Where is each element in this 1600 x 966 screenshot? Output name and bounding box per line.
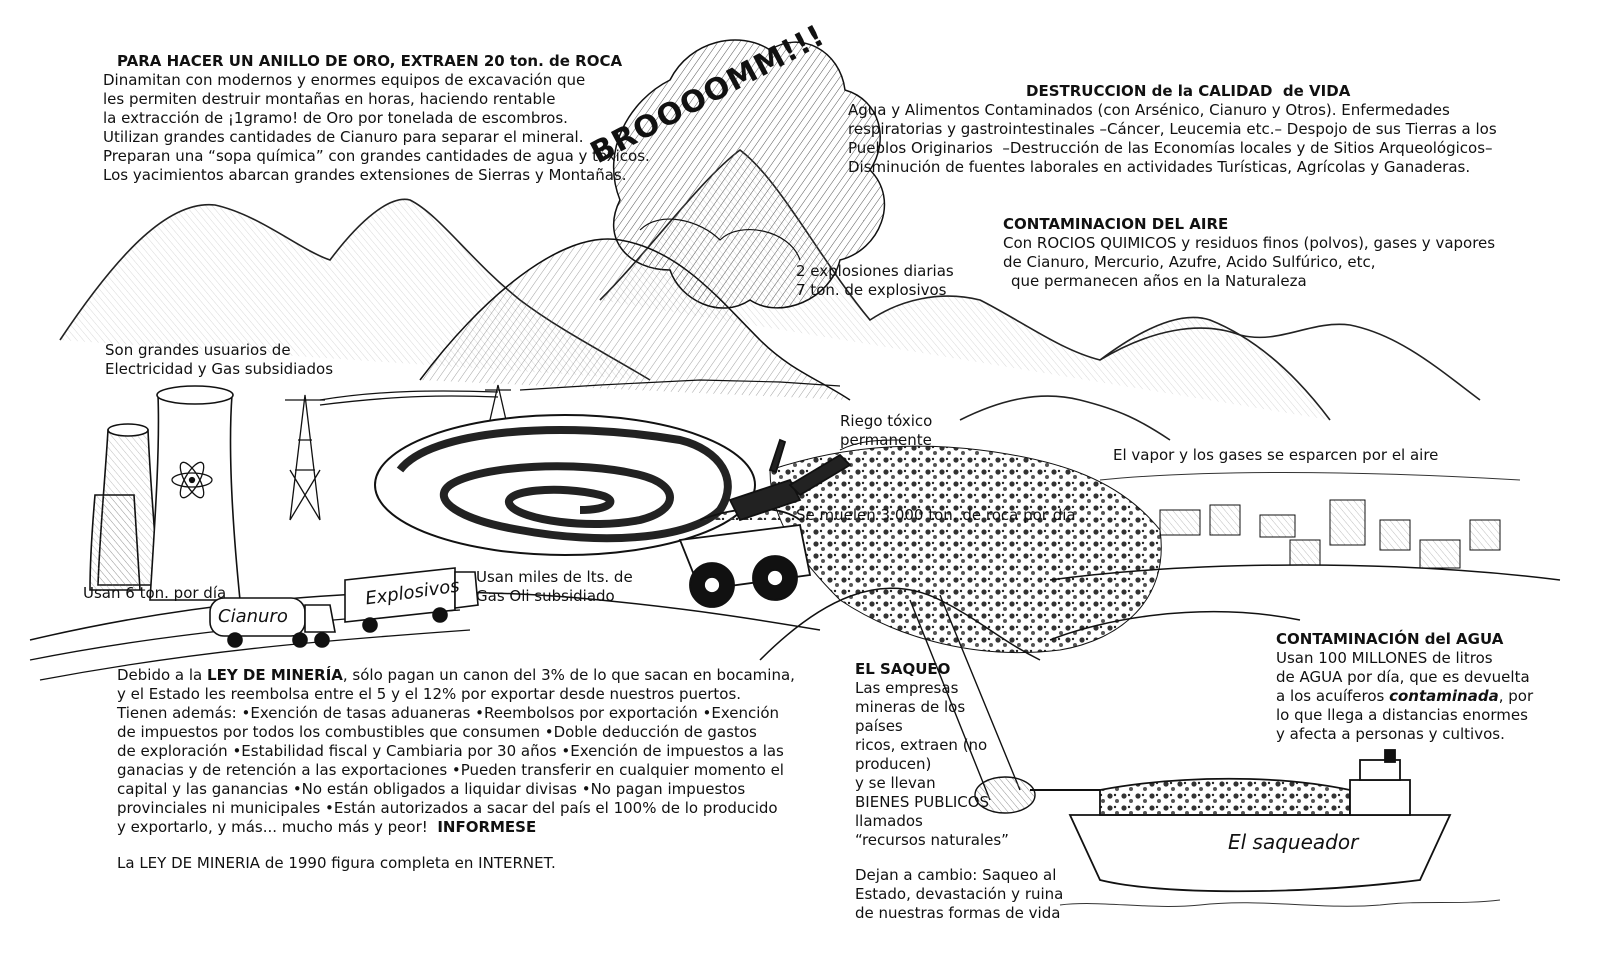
- looting-exchange: de nuestras formas de vida: [855, 904, 1061, 922]
- looting-line: ricos, extraen (no: [855, 736, 988, 754]
- toxic-irrigation: Riego tóxico: [840, 412, 933, 430]
- gold-ring-line: Preparan una “sopa química” con grandes …: [103, 147, 650, 165]
- life-quality-title: DESTRUCCION de la CALIDAD de VIDA: [1026, 82, 1351, 100]
- blasted-mountain: [419, 238, 851, 401]
- water-line: de AGUA por día, que es devuelta: [1276, 668, 1530, 686]
- looting-line: BIENES PUBLICOS: [855, 793, 990, 811]
- text-emphasis: contaminada: [1389, 687, 1499, 705]
- looting-line: producen): [855, 755, 932, 773]
- mining-law-line: capital y las ganancias •No están obliga…: [117, 780, 746, 798]
- life-quality-line: Pueblos Originarios –Destrucción de las …: [848, 139, 1493, 157]
- gold-ring-line: Dinamitan con modernos y enormes equipos…: [103, 71, 586, 89]
- mining-law-footer: La LEY DE MINERIA de 1990 figura complet…: [117, 854, 556, 872]
- mining-law-line: de exploración •Estabilidad fiscal y Cam…: [117, 742, 784, 760]
- explosives-tons: 7 ton. de explosivos: [796, 281, 947, 299]
- mining-law-line: ganacias y de retención a las exportacio…: [117, 761, 784, 779]
- mining-law-line: y exportarlo, y más... mucho más y peor!…: [117, 818, 536, 837]
- gold-ring-title: PARA HACER UN ANILLO DE ORO, EXTRAEN 20 …: [117, 52, 623, 70]
- mining-truck: [678, 507, 812, 608]
- mining-law-line: Debido a la LEY DE MINERÍA, sólo pagan u…: [117, 666, 795, 685]
- looting-line: “recursos naturales”: [855, 831, 1009, 849]
- excavator: [728, 438, 852, 522]
- cyanide-truck: [209, 597, 336, 648]
- grinding-caption: Se muelen 3.000 ton. de roca por día: [796, 506, 1076, 524]
- life-quality-line: Agua y Alimentos Contaminados (con Arsén…: [848, 101, 1450, 119]
- open-pit: [374, 414, 756, 556]
- electricity-line: Electricidad y Gas subsidiados: [105, 360, 334, 378]
- cooling-towers: [89, 385, 241, 601]
- text: , por: [1498, 687, 1534, 705]
- gold-ring-line: Los yacimientos abarcan grandes extensio…: [103, 166, 627, 184]
- mining-law-line: provinciales ni municipales •Están autor…: [117, 799, 778, 817]
- atom-icon: [171, 461, 213, 499]
- life-quality-line: respiratorias y gastrointestinales –Cánc…: [848, 120, 1497, 138]
- text-bold: LEY DE MINERÍA: [207, 666, 343, 684]
- gold-ring-line: la extracción de ¡1gramo! de Oro por ton…: [103, 109, 568, 127]
- cyanide-truck-label: Cianuro: [218, 606, 288, 627]
- looting-pipe: [909, 594, 1100, 814]
- air-line: de Cianuro, Mercurio, Azufre, Acido Sulf…: [1003, 253, 1376, 271]
- water-line: y afecta a personas y cultivos.: [1276, 725, 1505, 743]
- text: a los acuíferos: [1276, 687, 1390, 705]
- looting-exchange: Estado, devastación y ruina: [855, 885, 1064, 903]
- text: y exportarlo, y más... mucho más y peor!: [117, 818, 438, 836]
- water-line: Usan 100 MILLONES de litros: [1276, 649, 1493, 667]
- ship-name: El saqueador: [1228, 830, 1359, 854]
- air-line: que permanecen años en la Naturaleza: [1011, 272, 1307, 290]
- looting-line: mineras de los: [855, 698, 966, 716]
- looting-line: Las empresas: [855, 679, 959, 697]
- text: , sólo pagan un canon del 3% de lo que s…: [342, 666, 795, 684]
- air-title: CONTAMINACION DEL AIRE: [1003, 215, 1229, 233]
- gold-ring-line: Utilizan grandes cantidades de Cianuro p…: [103, 128, 584, 146]
- explosions-daily: 2 explosiones diarias: [796, 262, 954, 280]
- looting-line: y se llevan: [855, 774, 936, 792]
- power-towers: [285, 384, 511, 521]
- cyanide-use: Usan 6 ton. por día: [83, 584, 227, 602]
- explosives-truck: [344, 567, 479, 633]
- text-bold: INFORMESE: [437, 818, 537, 836]
- water-title: CONTAMINACIÓN del AGUA: [1276, 630, 1504, 648]
- looting-exchange: Dejan a cambio: Saqueo al: [855, 866, 1057, 884]
- text: Debido a la: [117, 666, 208, 684]
- gold-ring-line: les permiten destruir montañas en horas,…: [103, 90, 556, 108]
- looting-line: países: [855, 717, 903, 735]
- foreground-hills: [29, 564, 1561, 661]
- life-quality-line: Disminución de fuentes laborales en acti…: [848, 158, 1471, 176]
- air-line: Con ROCIOS QUIMICOS y residuos finos (po…: [1003, 234, 1496, 252]
- mining-law-line: de impuestos por todos los combustibles …: [117, 723, 757, 741]
- water-line: lo que llega a distancias enormes: [1276, 706, 1528, 724]
- mining-law-line: Tienen además: •Exención de tasas aduane…: [117, 704, 780, 722]
- water-line: a los acuíferos contaminada, por: [1276, 687, 1533, 706]
- looting-title: EL SAQUEO: [855, 660, 951, 678]
- mining-law-line: y el Estado les reembolsa entre el 5 y e…: [117, 685, 742, 703]
- tailings-field: [769, 445, 1162, 654]
- fuel-line: Usan miles de lts. de: [476, 568, 633, 586]
- ship: [1068, 749, 1452, 893]
- toxic-irrigation: permanente: [840, 431, 932, 449]
- looting-line: llamados: [855, 812, 923, 830]
- electricity-line: Son grandes usuarios de: [105, 341, 291, 359]
- town: [1159, 499, 1501, 569]
- vapor-caption: El vapor y los gases se esparcen por el …: [1113, 446, 1439, 464]
- fuel-line: Gas Oli subsidiado: [476, 587, 615, 605]
